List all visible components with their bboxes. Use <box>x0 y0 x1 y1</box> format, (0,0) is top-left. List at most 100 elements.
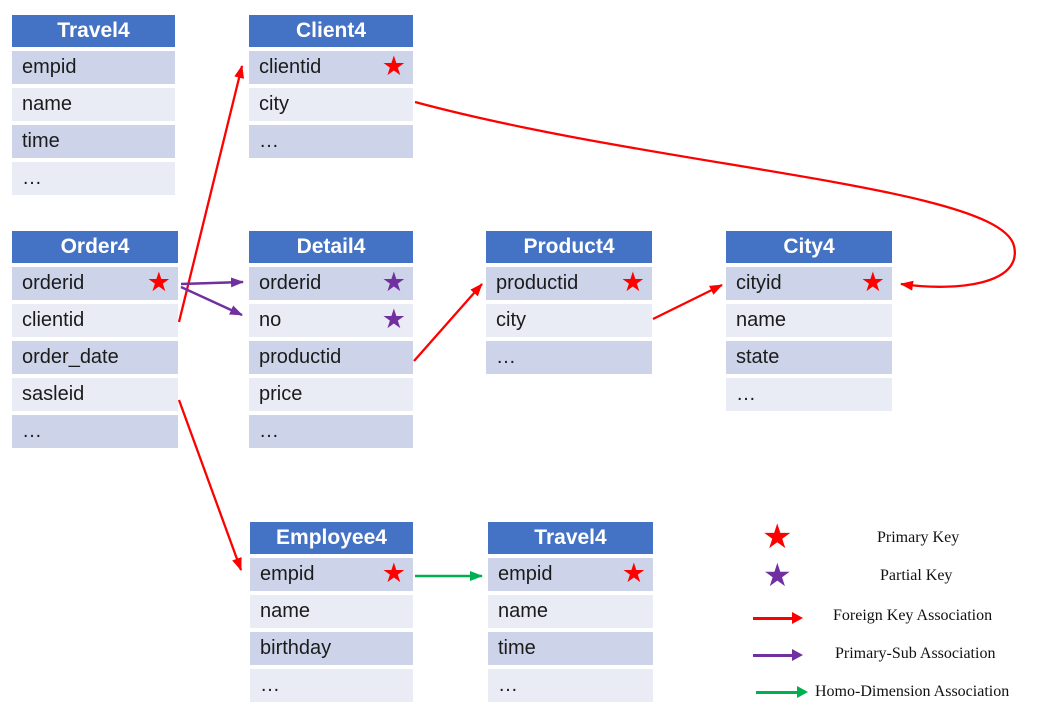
table-row: orderid ★ <box>249 267 413 300</box>
legend-label-foreign-key: Foreign Key Association <box>833 607 993 624</box>
table-title: City4 <box>726 231 892 263</box>
table-rows: orderid ★ no ★ productid price … <box>249 267 413 448</box>
table-row: … <box>12 415 178 448</box>
table-row: time <box>488 632 653 665</box>
field-name: city <box>496 309 526 331</box>
table-row: orderid★ <box>12 267 178 300</box>
table-row: birthday <box>250 632 413 665</box>
table-row: empid ★ <box>488 558 653 591</box>
table-title: Client4 <box>249 15 413 47</box>
table-row: price <box>249 378 413 411</box>
homo-dimension-arrow-icon <box>756 687 808 698</box>
table-row: … <box>12 162 175 195</box>
field-name: time <box>22 130 60 152</box>
table-row: name <box>726 304 892 337</box>
primary-key-star-icon: ★ <box>381 51 406 82</box>
field-name: name <box>260 600 311 622</box>
table-rows: empid ★ name time … <box>488 558 653 702</box>
field-name: … <box>259 130 279 152</box>
field-name: orderid <box>259 272 322 294</box>
field-name: … <box>260 674 280 696</box>
table-title: Order4 <box>12 231 178 263</box>
fk-arrow-product-to-city <box>652 283 723 321</box>
table-row: … <box>488 669 653 702</box>
table-row: city <box>486 304 652 337</box>
legend-label-homo-dimension: Homo-Dimension Association <box>815 683 1010 700</box>
field-name: … <box>22 420 42 442</box>
table-row: cityid ★ <box>726 267 892 300</box>
foreign-key-arrow-icon <box>753 613 803 624</box>
primary-key-star-icon: ★ <box>860 267 885 298</box>
field-name: clientid <box>259 56 322 78</box>
field-name: … <box>22 167 42 189</box>
table-row: order_date <box>12 341 178 374</box>
field-name: no <box>259 309 282 331</box>
table-title: Employee4 <box>250 522 413 554</box>
field-name: price <box>259 383 303 405</box>
table-row: productid★ <box>486 267 652 300</box>
field-name: order_date <box>22 346 119 368</box>
table-title: Travel4 <box>488 522 653 554</box>
field-name: empid <box>498 563 553 585</box>
field-name: name <box>22 93 73 115</box>
field-name: state <box>736 346 780 368</box>
table-row: state <box>726 341 892 374</box>
field-name: cityid <box>736 272 782 294</box>
primary-key-star-icon: ★ <box>762 517 793 557</box>
field-name: empid <box>260 563 315 585</box>
partial-key-star-icon: ★ <box>763 556 792 594</box>
primary-key-star-icon: ★ <box>620 267 645 298</box>
table-product4: Product4 productid★ city … <box>486 231 652 374</box>
legend-label-primary-key: Primary Key <box>877 529 960 546</box>
table-row: clientid <box>12 304 178 337</box>
table-rows: empid name time … <box>12 51 175 195</box>
table-row: clientid ★ <box>249 51 413 84</box>
field-name: time <box>498 637 536 659</box>
legend-label-partial-key: Partial Key <box>880 567 953 584</box>
table-row: no ★ <box>249 304 413 337</box>
partial-key-star-icon: ★ <box>381 304 406 335</box>
field-name: … <box>498 674 518 696</box>
field-name: … <box>259 420 279 442</box>
fk-arrow-order-to-employee <box>177 399 243 571</box>
legend-label-primary-sub: Primary-Sub Association <box>835 645 996 662</box>
table-row: empid ★ <box>250 558 413 591</box>
table-rows: empid ★ name birthday … <box>250 558 413 702</box>
table-employee4: Employee4 empid ★ name birthday … <box>250 522 413 702</box>
table-rows: clientid★city… <box>249 51 413 158</box>
field-name: name <box>498 600 549 622</box>
table-row: … <box>250 669 413 702</box>
table-row: empid <box>12 51 175 84</box>
field-name: clientid <box>22 309 85 331</box>
table-client4: Client4 clientid★city… <box>249 15 413 158</box>
table-rows: productid★ city … <box>486 267 652 374</box>
ps-arrow-orderid-to-detail-no <box>180 285 243 317</box>
field-name: name <box>736 309 787 331</box>
table-row: sasleid <box>12 378 178 411</box>
table-row: name <box>488 595 653 628</box>
table-travel4-bottom: Travel4 empid ★ name time … <box>488 522 653 702</box>
table-row: … <box>249 125 413 158</box>
ps-arrow-orderid-to-detail-orderid <box>180 277 244 288</box>
fk-arrow-detail-to-product <box>413 283 483 362</box>
primary-key-star-icon: ★ <box>146 267 171 298</box>
field-name: empid <box>22 56 77 78</box>
table-row: … <box>249 415 413 448</box>
field-name: birthday <box>260 637 332 659</box>
fk-arrow-order-to-client <box>177 65 244 323</box>
table-row: … <box>486 341 652 374</box>
table-row: productid <box>249 341 413 374</box>
field-name: sasleid <box>22 383 85 405</box>
table-title: Product4 <box>486 231 652 263</box>
partial-key-star-icon: ★ <box>381 267 406 298</box>
primary-key-star-icon: ★ <box>621 558 646 589</box>
primary-sub-arrow-icon <box>753 650 803 661</box>
primary-key-star-icon: ★ <box>381 558 406 589</box>
